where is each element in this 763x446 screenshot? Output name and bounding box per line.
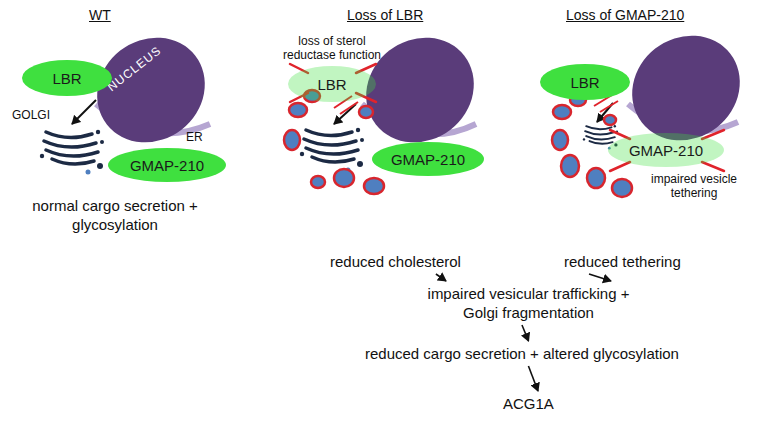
protein-ellipse: LBR — [288, 66, 376, 102]
effect-text: impaired vesicular trafficking + Golgi f… — [411, 284, 646, 322]
organelle-label: ER — [186, 130, 203, 144]
cause-text: reduced tethering — [564, 252, 681, 271]
organelle-label: GOLGI — [12, 108, 50, 122]
flow-arrow — [589, 274, 611, 281]
node-text: GMAP-210 — [629, 142, 703, 159]
node-text: normal cargo secretion + glycosylation — [25, 196, 205, 234]
protein-ellipse: GMAP-210 — [108, 148, 226, 182]
flow-arrow — [522, 325, 529, 341]
effect-text: reduced cargo secretion + altered glycos… — [365, 344, 679, 363]
node-text: LBR — [317, 76, 346, 93]
protein-ellipse: GMAP-210 — [608, 133, 724, 167]
protein-ellipse: LBR — [22, 60, 112, 96]
node-text: reduced tethering — [564, 252, 681, 271]
flow-arrow — [528, 366, 538, 391]
node-text: reduced cargo secretion + altered glycos… — [365, 344, 679, 363]
node-text: LBR — [570, 74, 599, 91]
outcome-text: normal cargo secretion + glycosylation — [25, 196, 205, 234]
node-text: LBR — [52, 70, 81, 87]
cause-text: reduced cholesterol — [330, 252, 461, 271]
node-text: NUCLEUS — [105, 43, 164, 94]
disease-text: ACG1A — [503, 394, 554, 413]
annotation: impaired vesicle tethering — [646, 172, 742, 200]
node-text: impaired vesicular trafficking + Golgi f… — [411, 284, 646, 322]
protein-ellipse: LBR — [540, 64, 630, 100]
node-text: GMAP-210 — [391, 151, 465, 168]
column-header: Loss of GMAP-210 — [566, 8, 684, 22]
protein-ellipse: GMAP-210 — [372, 142, 484, 176]
column-header: WT — [89, 8, 111, 22]
node-text: ACG1A — [503, 394, 554, 413]
node-text: GMAP-210 — [130, 157, 204, 174]
annotation: loss of sterol reductase function — [278, 34, 386, 62]
flow-arrow — [436, 274, 446, 281]
column-header: Loss of LBR — [347, 8, 423, 22]
node-text: reduced cholesterol — [330, 252, 461, 271]
